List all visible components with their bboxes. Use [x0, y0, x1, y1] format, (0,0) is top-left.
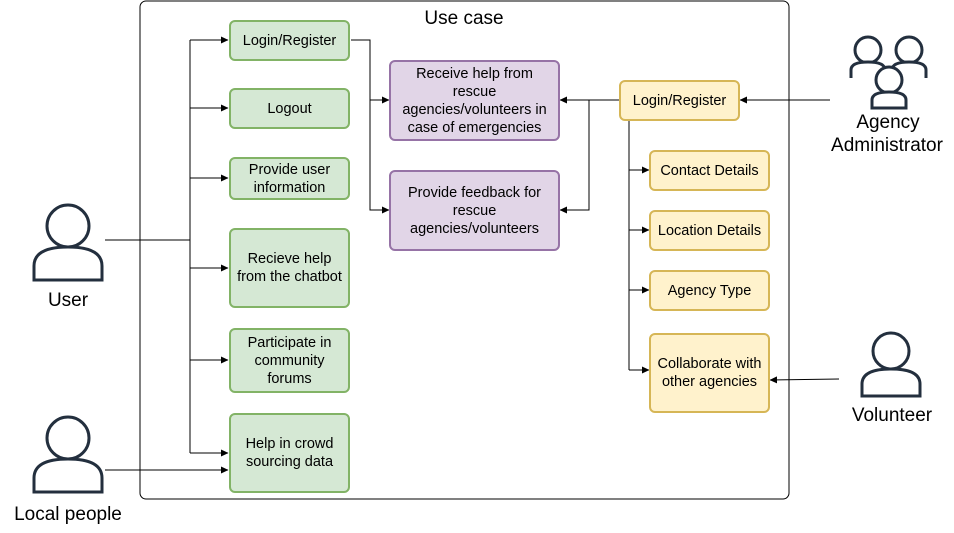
user-actor-icon	[32, 203, 104, 282]
use-case-receive-help[interactable]: Receive help from rescue agencies/volunt…	[389, 60, 560, 141]
user-actor-label: User	[47, 290, 89, 311]
use-case-logout[interactable]: Logout	[229, 88, 350, 129]
agency-administrator-label-line1: Agency	[856, 112, 920, 133]
use-case-agency-login-register[interactable]: Login/Register	[619, 80, 740, 121]
agency-administrator-label-line2: Administrator	[831, 135, 943, 156]
use-case-login-register[interactable]: Login/Register	[229, 20, 350, 61]
use-case-agency-type[interactable]: Agency Type	[649, 270, 770, 311]
agency-connectors	[559, 96, 840, 384]
agency-administrator-actor-icon	[849, 35, 928, 110]
user-connectors	[105, 36, 229, 474]
system-title: Use case	[424, 8, 504, 29]
use-case-provide-feedback[interactable]: Provide feedback for rescue agencies/vol…	[389, 170, 560, 251]
volunteer-actor-label: Volunteer	[851, 405, 933, 426]
use-case-contact-details[interactable]: Contact Details	[649, 150, 770, 191]
use-case-collaborate[interactable]: Collaborate with other agencies	[649, 333, 770, 413]
use-case-chatbot-help[interactable]: Recieve help from the chatbot	[229, 228, 350, 308]
login-connectors	[351, 39, 390, 214]
use-case-community-forums[interactable]: Participate in community forums	[229, 328, 350, 393]
system-boundary	[139, 0, 790, 500]
use-case-provide-user-information[interactable]: Provide user information	[229, 157, 350, 200]
local-people-actor-label: Local people	[14, 504, 122, 525]
use-case-location-details[interactable]: Location Details	[649, 210, 770, 251]
local-people-actor-icon	[32, 415, 104, 494]
use-case-crowd-sourcing[interactable]: Help in crowd sourcing data	[229, 413, 350, 493]
volunteer-actor-icon	[860, 331, 922, 398]
